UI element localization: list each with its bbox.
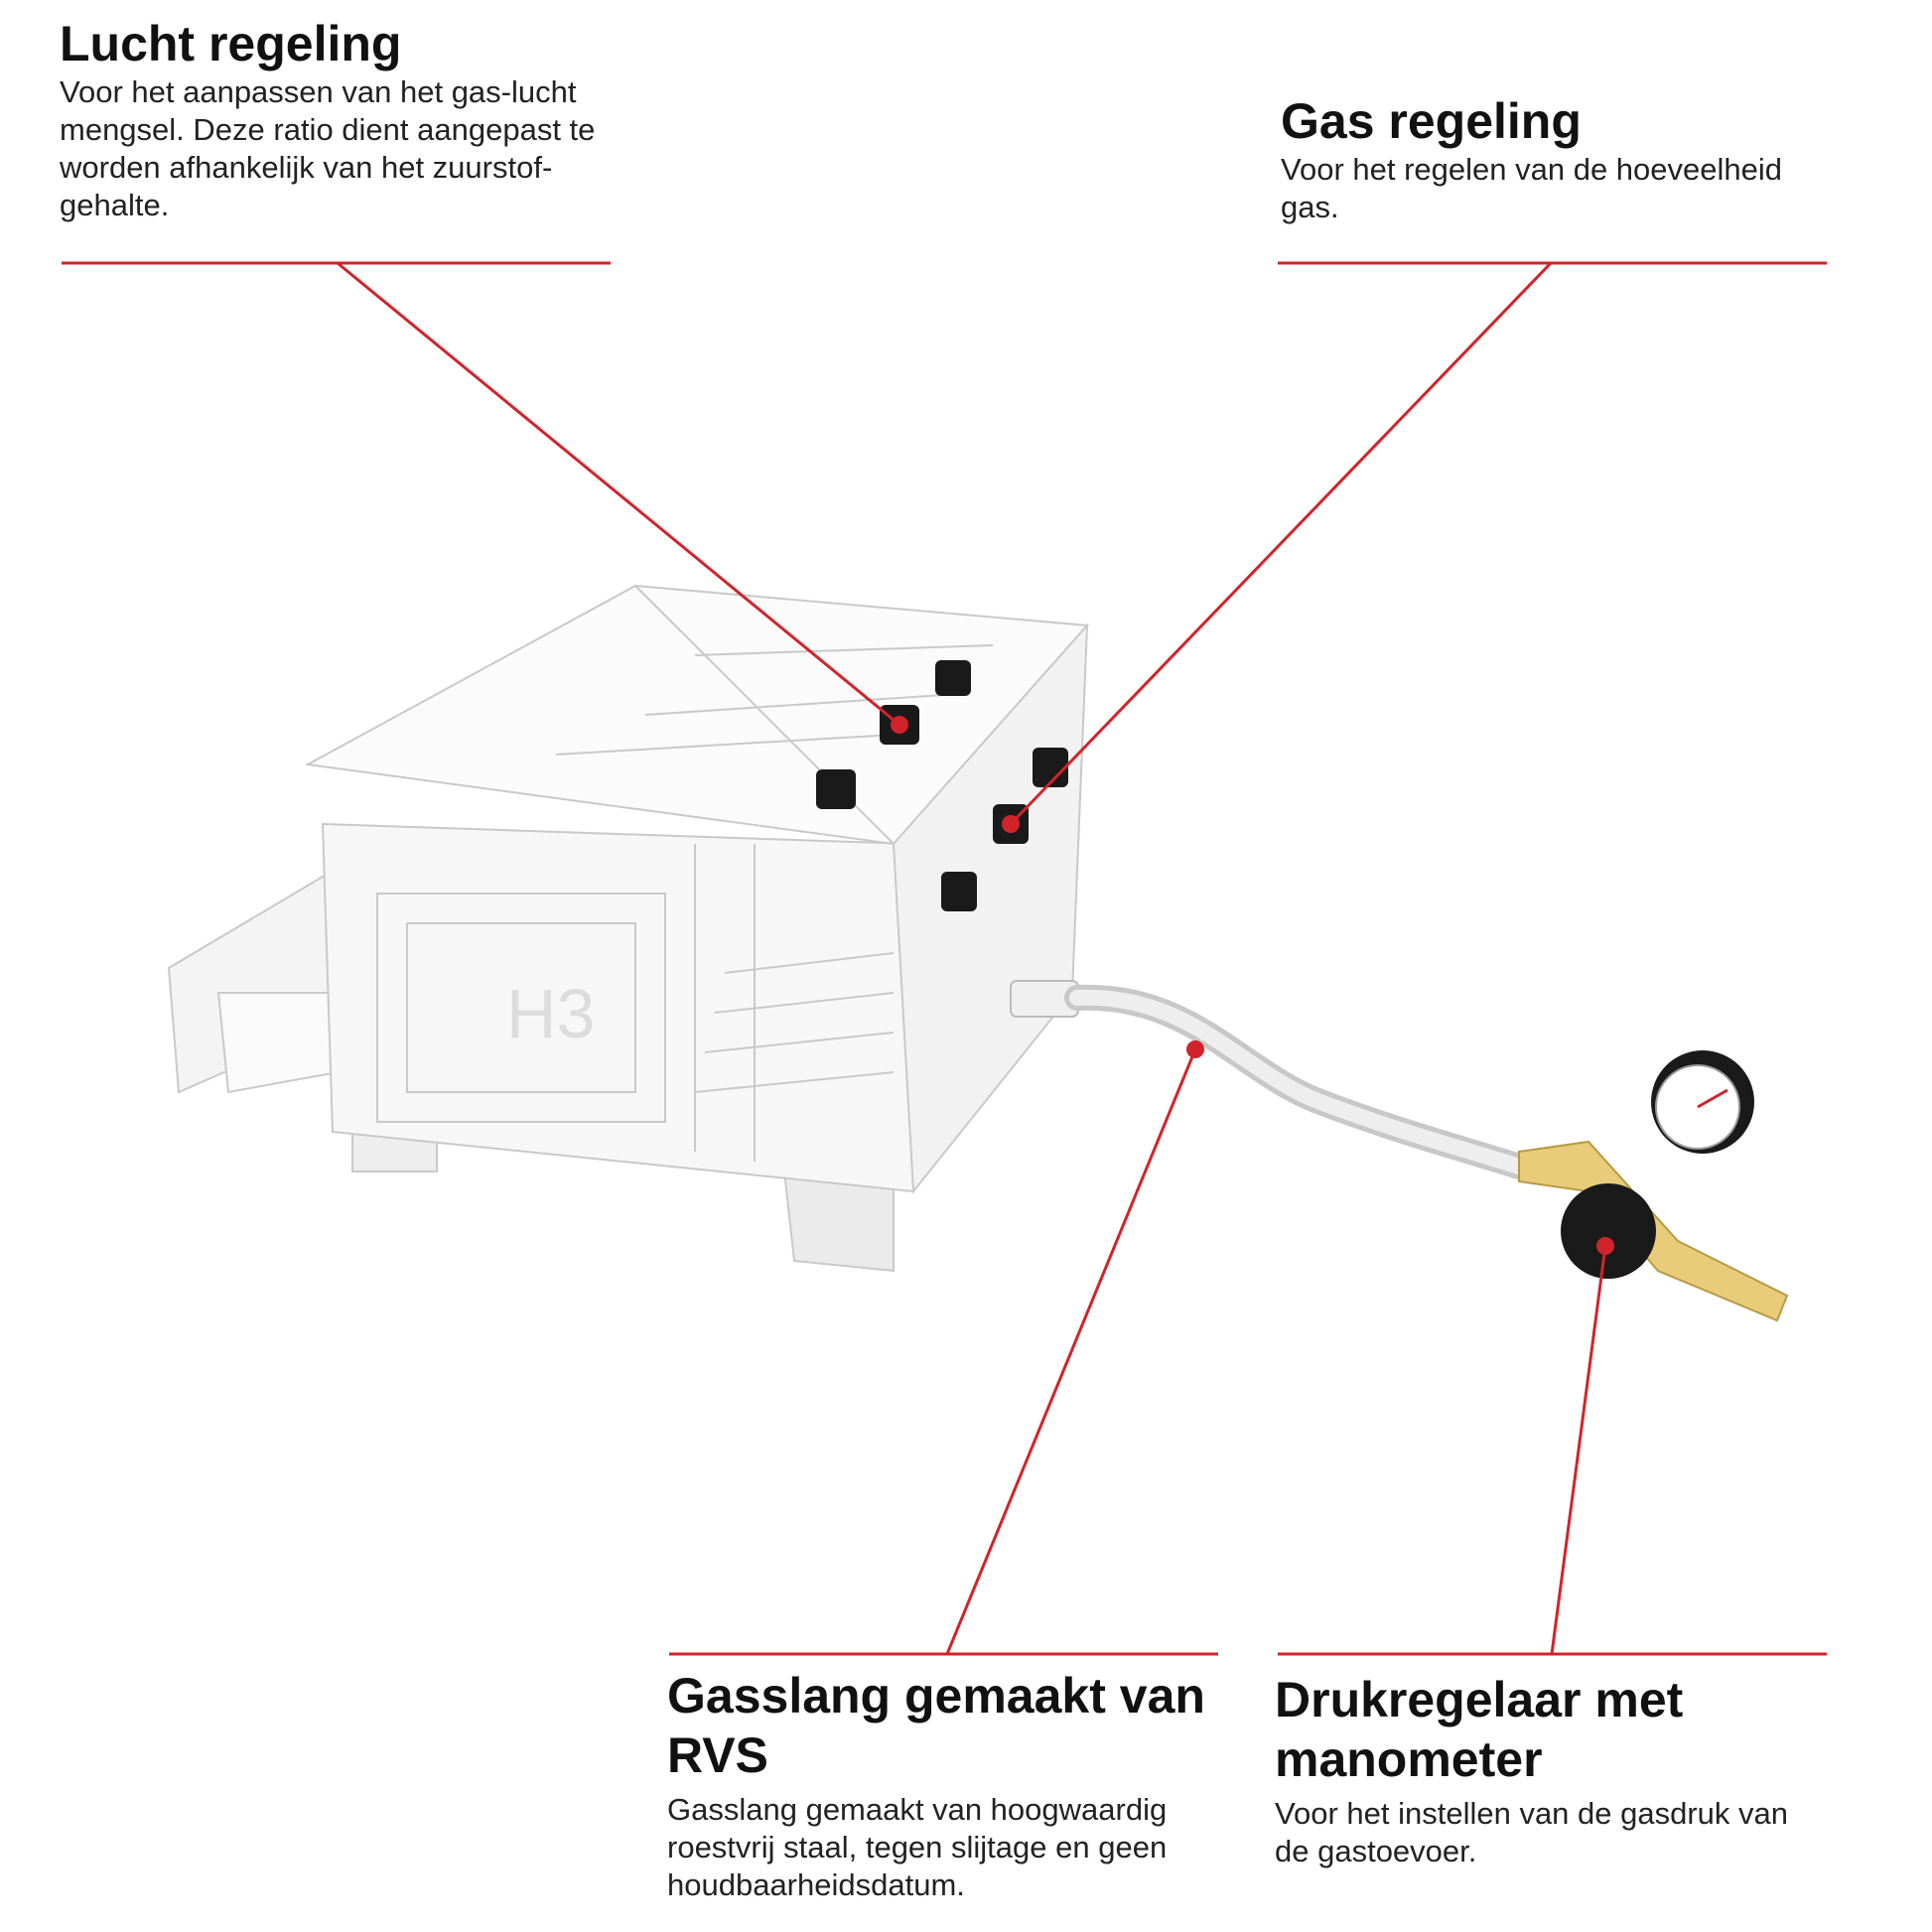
knob-top-3 [816, 769, 856, 809]
callout-text: Voor het instellen van de gasdruk van de… [1275, 1796, 1789, 1868]
callout-gas-hose: Gasslang gemaakt van RVS Gasslang gemaak… [667, 1666, 1223, 1904]
callout-text: Gasslang gemaakt van hoogwaardig roestvr… [667, 1792, 1168, 1902]
callout-title: Drukregelaar met manometer [1275, 1672, 1684, 1787]
svg-text:H3: H3 [506, 975, 595, 1052]
regulator-knob[interactable] [1561, 1183, 1656, 1279]
leader-lines [62, 261, 1827, 1656]
callout-title: Gas regeling [1281, 93, 1582, 149]
air-leader [337, 261, 900, 727]
callout-air-control: Lucht regeling Voor het aanpassen van he… [60, 14, 616, 224]
gas-hose [1010, 980, 1532, 1179]
callout-text: Voor het aanpassen van het gas-lucht men… [60, 74, 596, 222]
callout-pressure-regulator: Drukregelaar met manometer Voor het inst… [1275, 1670, 1831, 1870]
knob-top-1 [935, 660, 971, 696]
gas-leader [1009, 261, 1553, 826]
pressure-regulator [1518, 1050, 1789, 1322]
knob-side-1 [1033, 748, 1068, 787]
regulator-leader [1550, 1245, 1607, 1655]
knob-side-3 [941, 872, 977, 911]
callout-title: Lucht regeling [60, 16, 402, 71]
callout-title: Gasslang gemaakt van RVS [667, 1668, 1205, 1783]
callout-gas-control: Gas regeling Voor het regelen van de hoe… [1281, 91, 1837, 226]
callout-dots [891, 716, 1614, 1255]
hose-leader [945, 1048, 1197, 1655]
callout-text: Voor het regelen van de hoeveelheid gas. [1281, 152, 1783, 224]
